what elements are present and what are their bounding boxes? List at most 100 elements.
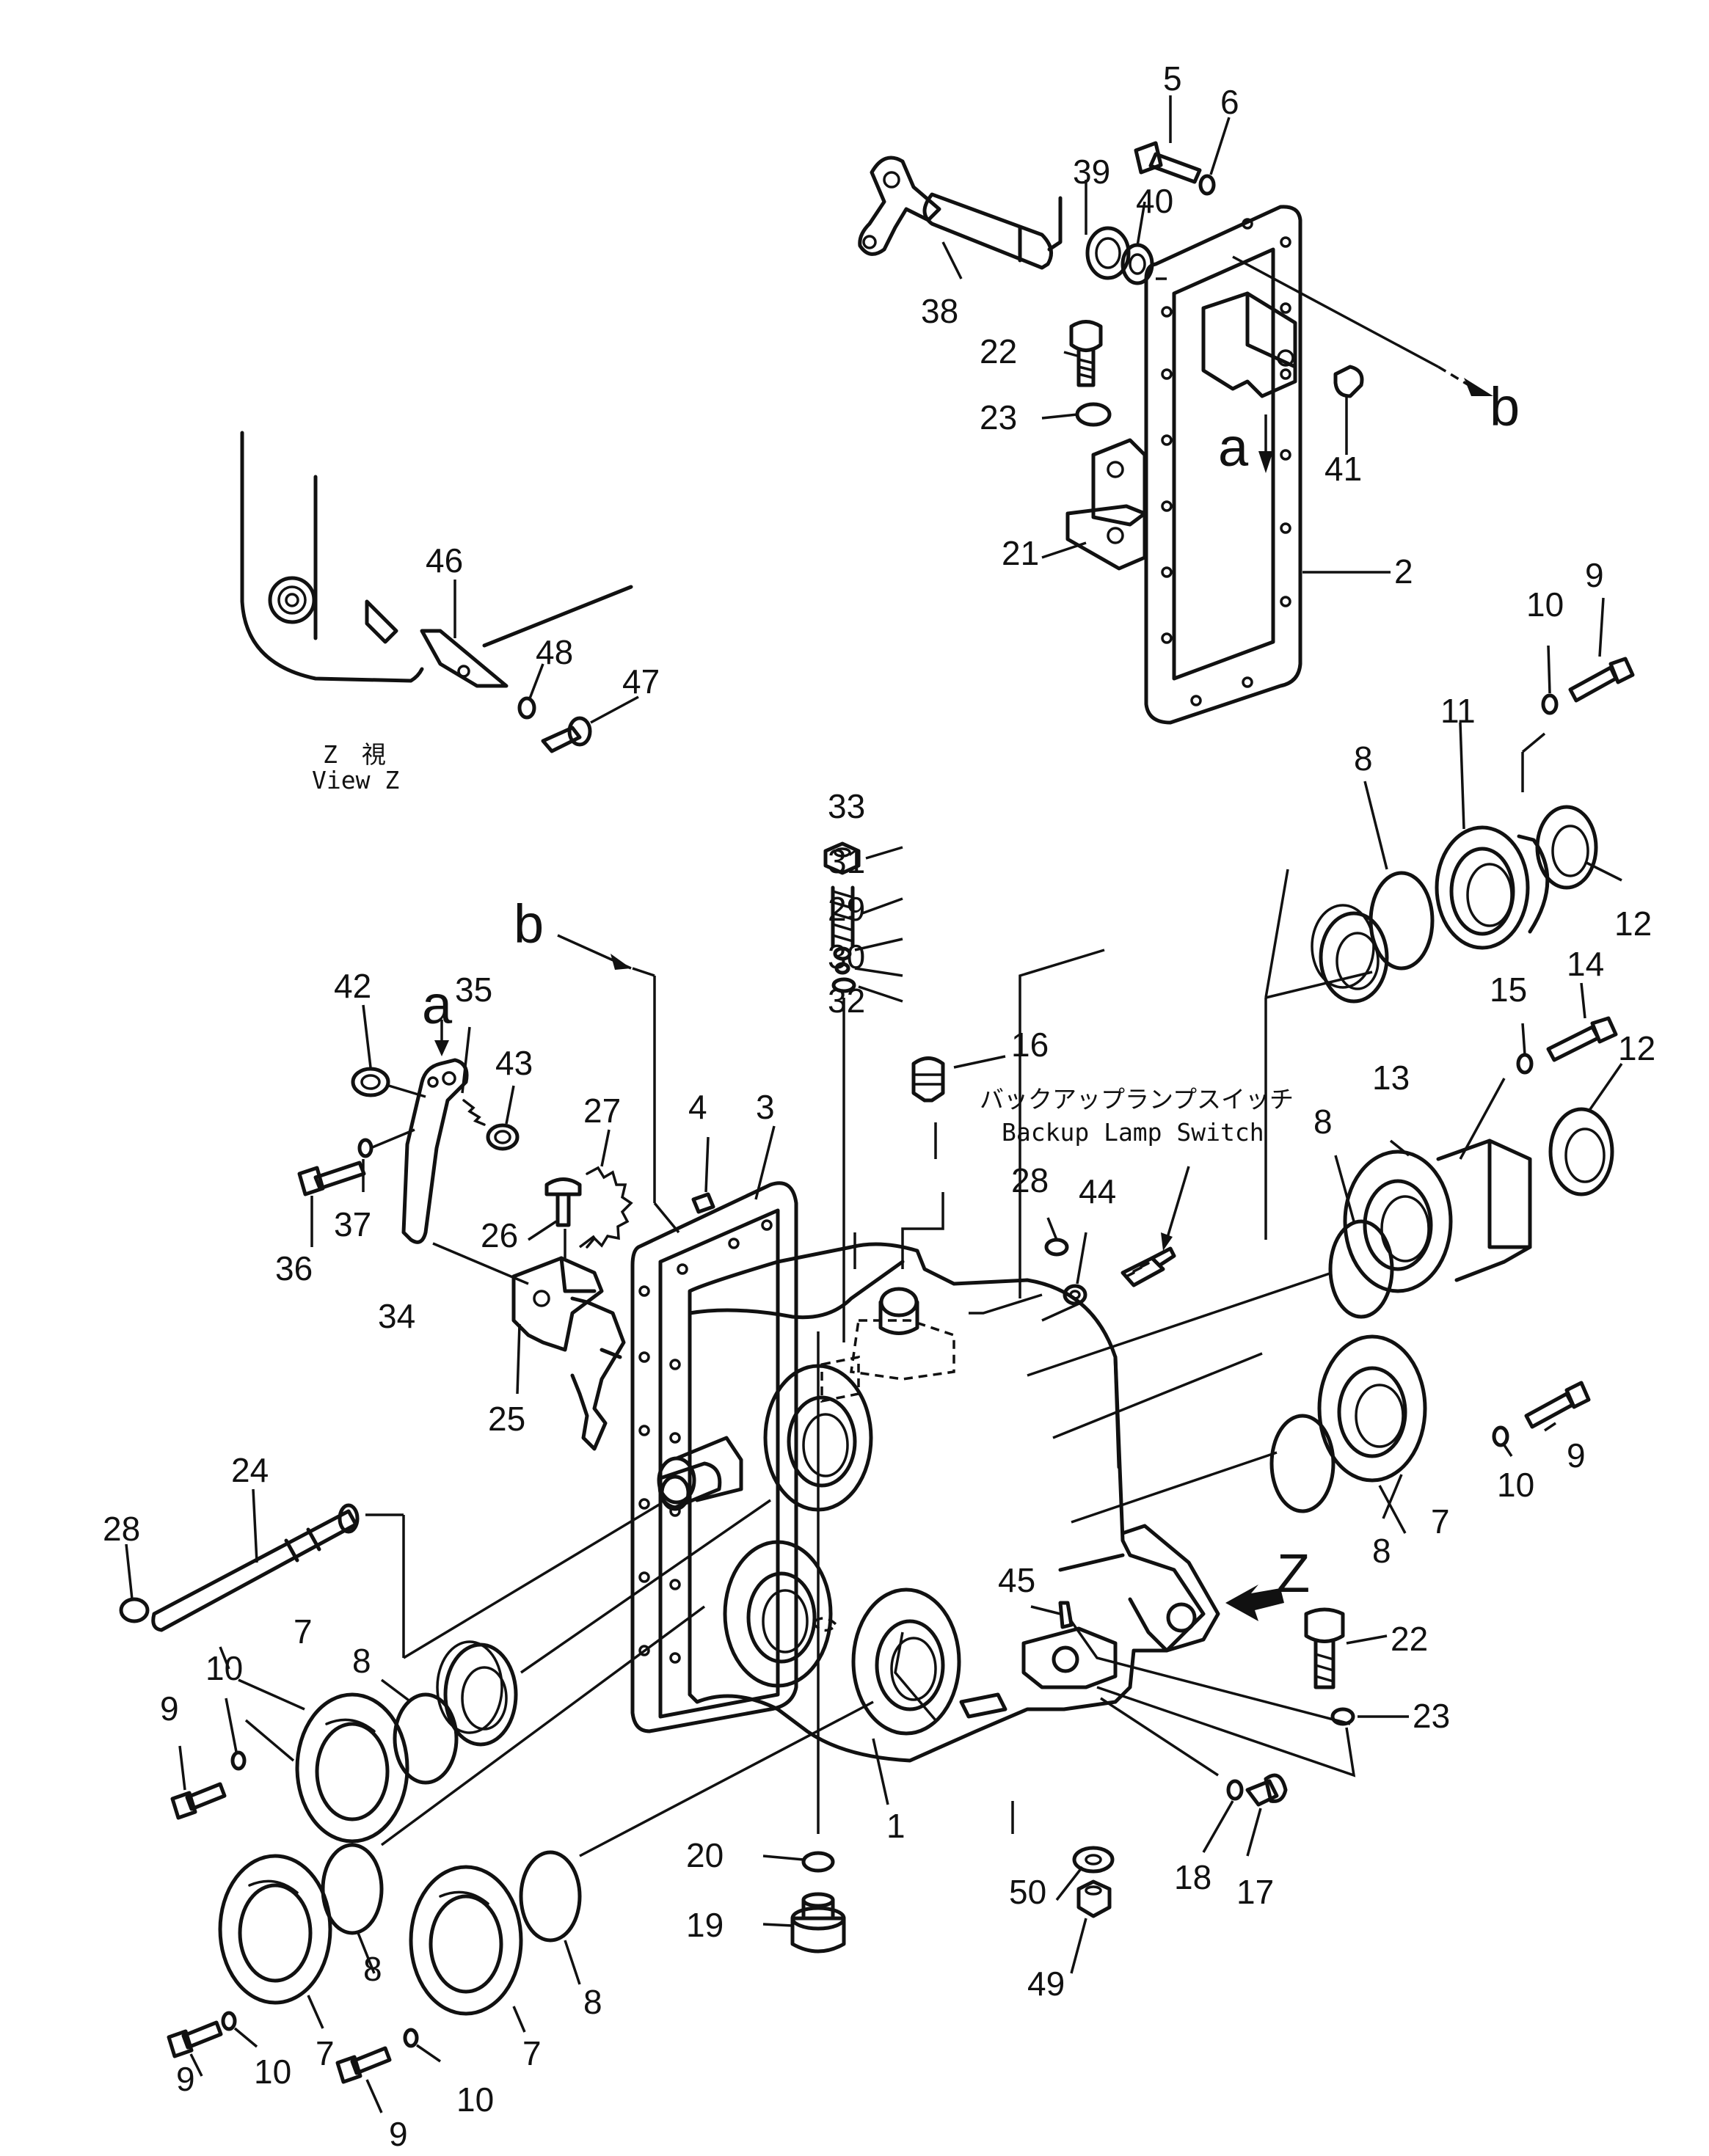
label-29: 29 — [828, 890, 865, 928]
washer-18 — [1226, 1779, 1244, 1801]
label-7-midleft: 7 — [316, 2034, 335, 2072]
bolt-22-head — [1069, 320, 1103, 352]
cover-assembly — [858, 95, 1493, 725]
label-16: 16 — [1011, 1026, 1049, 1064]
label-9-lowleft: 9 — [389, 2115, 408, 2153]
label-8-lowleft: 8 — [583, 1983, 602, 2021]
label-12-mid: 12 — [1618, 1029, 1655, 1067]
label-10-top: 10 — [1526, 585, 1564, 624]
label-46: 46 — [426, 541, 463, 580]
bolt-26-head — [544, 1177, 582, 1196]
bracket-21-foot — [1065, 504, 1147, 571]
lever-arm — [858, 156, 941, 256]
bolt-9-left-head — [170, 1791, 197, 1820]
view-z-plug-core — [285, 593, 299, 607]
label-28-left: 28 — [103, 1510, 140, 1548]
case-flange — [630, 1181, 798, 1733]
washer-10-upper — [1541, 693, 1559, 715]
label-34: 34 — [378, 1297, 415, 1335]
label-26: 26 — [481, 1216, 518, 1254]
ref-z: Z — [1277, 1543, 1310, 1604]
cover-plate-window — [1172, 247, 1275, 681]
label-33: 33 — [828, 787, 865, 825]
arrow-a-lever-head — [434, 1040, 449, 1056]
label-17: 17 — [1236, 1873, 1274, 1911]
case-flange-inner — [658, 1208, 780, 1719]
washer-28-left — [119, 1597, 150, 1623]
flange-bolt-holes — [638, 1219, 773, 1664]
shift-mechanism — [297, 934, 776, 1451]
label-10-midleft: 10 — [254, 2053, 291, 2091]
label-50: 50 — [1009, 1873, 1046, 1911]
label-20: 20 — [686, 1836, 724, 1874]
spring-27 — [586, 1166, 633, 1249]
selector-block — [1201, 291, 1297, 398]
bearing-cover-13 — [1343, 1150, 1453, 1293]
bolt-9-upper-shank — [1568, 665, 1618, 703]
port-lower-left — [723, 1540, 833, 1688]
case-top-edge — [688, 1260, 905, 1320]
shift-lever — [401, 1058, 469, 1244]
label-23-lower: 23 — [1413, 1697, 1450, 1735]
bushing — [1333, 365, 1364, 398]
bolt-9-middle-shank — [181, 2020, 223, 2050]
internal-passage — [850, 1319, 955, 1381]
label-1: 1 — [886, 1807, 905, 1845]
plug-16 — [911, 1056, 945, 1103]
bearing-cover-11 — [1435, 825, 1530, 950]
right-bearing-group — [1269, 597, 1635, 1534]
view-z-bracket-46 — [420, 629, 509, 688]
label-10-lowleft: 10 — [456, 2080, 494, 2119]
view-z-jp: Z 視 — [323, 740, 386, 769]
label-22-lower: 22 — [1391, 1620, 1428, 1658]
view-z-inset — [240, 431, 639, 753]
label-14: 14 — [1567, 945, 1604, 983]
washer-44 — [1063, 1284, 1087, 1306]
label-21: 21 — [1002, 534, 1039, 572]
view-z-arrow — [1225, 1585, 1284, 1621]
o-ring-middle — [1328, 1219, 1394, 1319]
bearing-12-lower — [1548, 1107, 1614, 1196]
label-31: 31 — [828, 842, 865, 880]
bolt-9-lower-shank — [350, 2046, 392, 2075]
washer-10-middle — [221, 2011, 237, 2031]
bolt-5-head — [1134, 141, 1163, 175]
label-2: 2 — [1394, 552, 1413, 591]
spring-35 — [462, 1099, 486, 1126]
label-8-left: 8 — [352, 1642, 371, 1680]
label-9-right: 9 — [1567, 1436, 1586, 1475]
label-24: 24 — [231, 1451, 269, 1489]
label-7-right: 7 — [1431, 1502, 1450, 1541]
label-32: 32 — [828, 982, 865, 1020]
bearing-cover-7-left — [295, 1692, 409, 1843]
view-z-housing-top — [482, 585, 633, 648]
backup-switch-jp: バックアップランプスイッチ — [980, 1085, 1294, 1114]
label-49: 49 — [1027, 1965, 1065, 2003]
label-48: 48 — [536, 633, 573, 671]
label-22-top: 22 — [980, 332, 1017, 370]
label-12-top: 12 — [1614, 905, 1652, 943]
o-ring-32 — [831, 977, 856, 993]
o-ring-lower-left — [519, 1850, 582, 1943]
label-9-midleft: 9 — [176, 2060, 195, 2098]
bearing-cover-7-lower — [409, 1865, 523, 2016]
label-25: 25 — [488, 1400, 525, 1438]
label-9-top: 9 — [1585, 556, 1604, 594]
ball-30 — [834, 962, 850, 975]
label-42: 42 — [334, 967, 371, 1005]
bottom-parts — [762, 1773, 1288, 1974]
left-shaft-group — [119, 1461, 874, 2113]
bolt-36-head — [297, 1166, 325, 1196]
washer-50 — [1072, 1846, 1115, 1874]
nut-33 — [823, 841, 861, 875]
ref-b-left: b — [514, 894, 544, 954]
pin-45 — [1058, 1601, 1074, 1629]
view-z-housing-outline — [240, 431, 424, 683]
o-ring-20 — [801, 1851, 835, 1873]
label-27: 27 — [583, 1092, 621, 1130]
arrow-b-head — [1464, 378, 1493, 396]
label-9-left: 9 — [160, 1689, 179, 1728]
washer-23-top — [1075, 402, 1112, 427]
lug-hole-right — [1166, 1602, 1197, 1633]
